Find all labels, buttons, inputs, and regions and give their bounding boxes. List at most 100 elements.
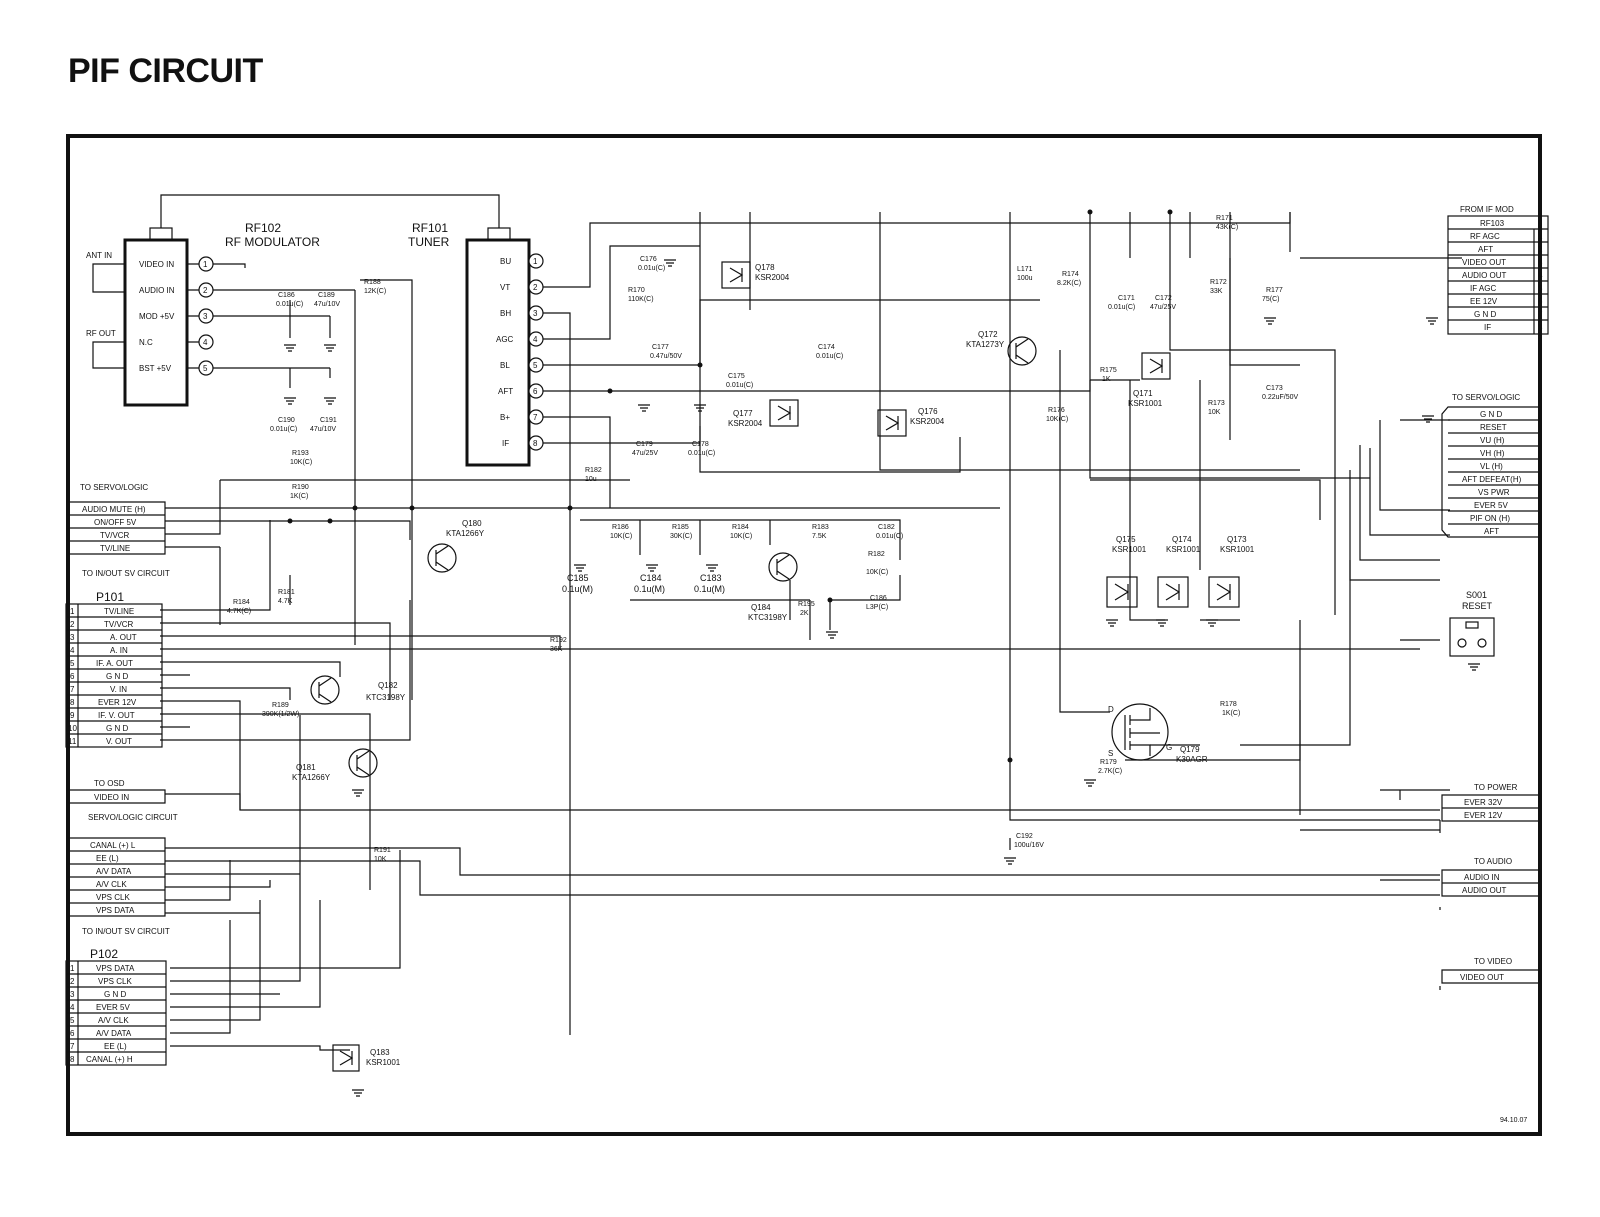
svg-text:7: 7 — [533, 413, 538, 422]
svg-text:C182: C182 — [878, 524, 895, 531]
svg-text:30K(C): 30K(C) — [670, 533, 692, 540]
svg-text:KSR2004: KSR2004 — [910, 417, 945, 426]
ant-in-label: ANT IN — [86, 251, 112, 260]
svg-text:Q183: Q183 — [370, 1048, 390, 1057]
svg-text:390K(1/2W): 390K(1/2W) — [262, 711, 299, 718]
svg-text:VPS DATA: VPS DATA — [96, 906, 135, 915]
svg-text:0.1u(M): 0.1u(M) — [562, 584, 593, 594]
svg-text:L3P(C): L3P(C) — [866, 604, 888, 611]
svg-text:4: 4 — [70, 1003, 75, 1012]
svg-text:2: 2 — [203, 286, 208, 295]
svg-text:1: 1 — [70, 607, 75, 616]
svg-text:R171: R171 — [1216, 215, 1233, 222]
svg-text:0.01u(C): 0.01u(C) — [688, 450, 715, 457]
svg-text:0.47u/50V: 0.47u/50V — [650, 353, 682, 360]
svg-text:8: 8 — [70, 1055, 75, 1064]
tuner-pin-7: B+ — [500, 413, 510, 422]
svg-text:S: S — [1108, 749, 1113, 758]
svg-text:10: 10 — [68, 724, 77, 733]
svg-text:KSR2004: KSR2004 — [728, 419, 763, 428]
svg-text:VL (H): VL (H) — [1480, 462, 1503, 471]
svg-text:R184: R184 — [732, 524, 749, 531]
svg-text:C179: C179 — [636, 441, 653, 448]
svg-text:CANAL (+) L: CANAL (+) L — [90, 841, 136, 850]
svg-text:AFT: AFT — [1484, 527, 1499, 536]
svg-text:IF: IF — [1484, 323, 1491, 332]
svg-text:G N D: G N D — [106, 672, 128, 681]
svg-text:10K(C): 10K(C) — [610, 533, 632, 540]
svg-text:G: G — [1166, 743, 1172, 752]
svg-text:Q172: Q172 — [978, 330, 998, 339]
svg-text:6: 6 — [70, 672, 75, 681]
svg-text:EE (L): EE (L) — [104, 1042, 127, 1051]
svg-text:Q179: Q179 — [1180, 745, 1200, 754]
svg-text:PIF ON (H): PIF ON (H) — [1470, 514, 1510, 523]
svg-text:Q176: Q176 — [918, 407, 938, 416]
svg-text:G N D: G N D — [1474, 310, 1496, 319]
svg-text:AFT: AFT — [1478, 245, 1493, 254]
svg-text:6: 6 — [1538, 297, 1543, 306]
svg-text:0.01u(C): 0.01u(C) — [1108, 304, 1135, 311]
svg-text:AUDIO IN: AUDIO IN — [1464, 873, 1500, 882]
svg-text:10K(C): 10K(C) — [866, 569, 888, 576]
svg-text:R183: R183 — [812, 524, 829, 531]
svg-text:10K(C): 10K(C) — [1046, 416, 1068, 423]
svg-text:TO AUDIO: TO AUDIO — [1474, 857, 1512, 866]
svg-text:R189: R189 — [272, 702, 289, 709]
svg-text:TO OSD: TO OSD — [94, 779, 125, 788]
rf102-name: RF MODULATOR — [225, 235, 320, 249]
svg-text:P102: P102 — [90, 947, 118, 961]
svg-text:EVER 12V: EVER 12V — [1464, 811, 1503, 820]
svg-text:TV/VCR: TV/VCR — [104, 620, 134, 629]
svg-text:AUDIO OUT: AUDIO OUT — [1462, 886, 1507, 895]
rf102-pin-5: BST +5V — [139, 364, 172, 373]
svg-text:IF. A. OUT: IF. A. OUT — [96, 659, 133, 668]
svg-text:5: 5 — [1538, 284, 1543, 293]
svg-text:0.01u(C): 0.01u(C) — [276, 301, 303, 308]
svg-text:V. OUT: V. OUT — [106, 737, 132, 746]
svg-text:AUDIO OUT: AUDIO OUT — [1462, 271, 1507, 280]
svg-text:5: 5 — [533, 361, 538, 370]
svg-text:R172: R172 — [1210, 279, 1227, 286]
svg-text:4.7K(C): 4.7K(C) — [227, 608, 251, 615]
svg-text:R188: R188 — [364, 279, 381, 286]
svg-text:K30AGR: K30AGR — [1176, 755, 1208, 764]
svg-text:VPS CLK: VPS CLK — [98, 977, 132, 986]
svg-text:4.7K: 4.7K — [278, 598, 293, 605]
rf101-ref: RF101 — [412, 221, 448, 235]
ground-symbols — [284, 259, 1480, 1097]
svg-text:A. IN: A. IN — [110, 646, 128, 655]
svg-text:33K: 33K — [1210, 288, 1223, 295]
svg-text:Q184: Q184 — [751, 603, 771, 612]
svg-text:7: 7 — [70, 1042, 75, 1051]
svg-text:TO SERVO/LOGIC: TO SERVO/LOGIC — [80, 483, 148, 492]
svg-text:RESET: RESET — [1462, 601, 1493, 611]
svg-text:FROM IF MOD: FROM IF MOD — [1460, 205, 1514, 214]
svg-text:1: 1 — [533, 257, 538, 266]
svg-text:TV/LINE: TV/LINE — [104, 607, 134, 616]
svg-text:1: 1 — [1538, 232, 1543, 241]
svg-text:A. OUT: A. OUT — [110, 633, 137, 642]
to-power-connector: TO POWER EVER 32V EVER 12V — [1441, 783, 1541, 822]
circuit-wiring — [160, 212, 1462, 1051]
svg-text:P101: P101 — [96, 590, 124, 604]
to-servo-left-connector: TO SERVO/LOGIC AUDIO MUTE (H) ON/OFF 5V … — [68, 483, 166, 555]
svg-text:C192: C192 — [1016, 833, 1033, 840]
svg-text:KSR1001: KSR1001 — [1112, 545, 1147, 554]
svg-text:EE (L): EE (L) — [96, 854, 119, 863]
svg-text:8: 8 — [70, 698, 75, 707]
rf102-pin-1: VIDEO IN — [139, 260, 174, 269]
svg-text:4: 4 — [1538, 271, 1543, 280]
tuner-block: RF101 TUNER BU VT BH AGC BL AFT B+ IF 1 … — [408, 221, 544, 467]
svg-text:2: 2 — [1538, 245, 1543, 254]
svg-text:TO VIDEO: TO VIDEO — [1474, 957, 1512, 966]
svg-text:0.01u(C): 0.01u(C) — [638, 265, 665, 272]
svg-text:R181: R181 — [278, 589, 295, 596]
